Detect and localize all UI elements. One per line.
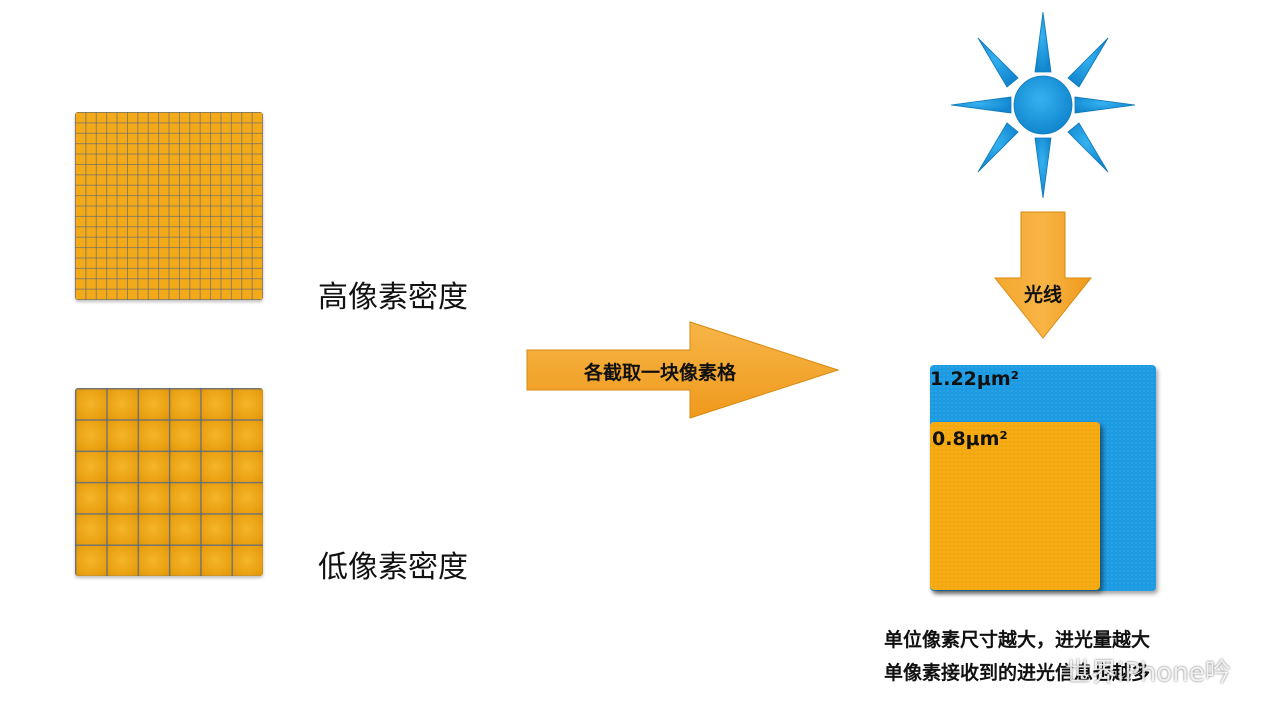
- caption-line-2: 单像素接收到的进光信息也越多: [884, 662, 1151, 684]
- high-density-label: 高像素密度: [318, 280, 468, 315]
- main-arrow-label: 各截取一块像素格: [583, 362, 736, 384]
- low-density-label: 低像素密度: [318, 550, 468, 585]
- large-pixel-size-label: 1.22μm²: [930, 368, 1019, 390]
- high-density-grid: [75, 112, 263, 300]
- watermark: 世界iPhone吟: [1065, 658, 1231, 688]
- caption-line-1: 单位像素尺寸越大，进光量越大: [884, 629, 1151, 651]
- low-density-grid: [75, 388, 263, 576]
- sun-icon: [950, 11, 1136, 199]
- arrow-down-icon: [993, 211, 1093, 339]
- small-pixel-size-label: 0.8μm²: [932, 428, 1008, 450]
- light-arrow-label: 光线: [1023, 284, 1062, 306]
- arrow-right-icon: [526, 321, 840, 419]
- small-pixel-square: [930, 422, 1100, 590]
